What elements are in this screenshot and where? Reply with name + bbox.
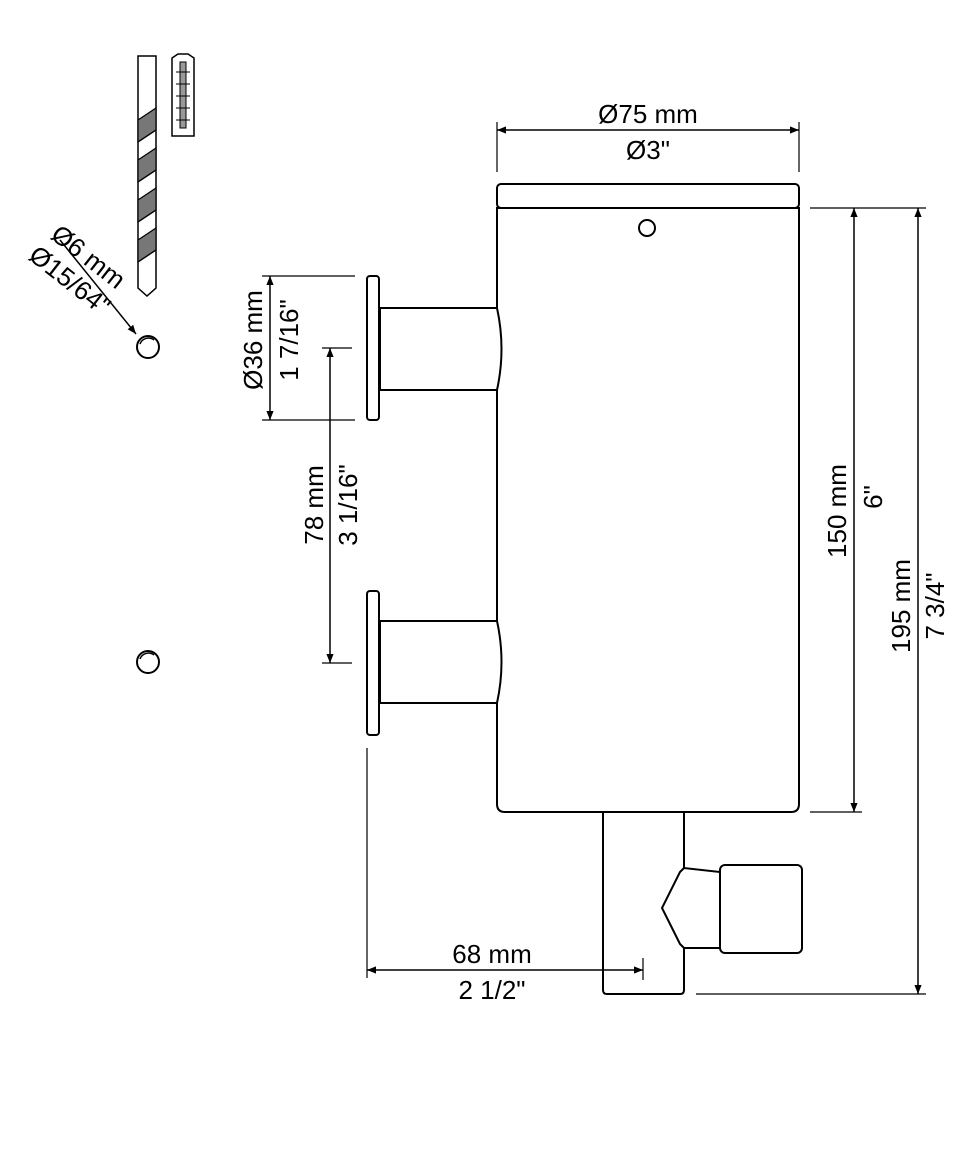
body-height-metric: 150 mm xyxy=(822,464,852,558)
pipe-spacing-metric: 78 mm xyxy=(299,465,329,544)
bottom-spout xyxy=(602,811,803,995)
flange-diameter-metric: Ø36 mm xyxy=(238,290,268,390)
wall-offset-dimension: 68 mm 2 1/2" xyxy=(366,748,644,1005)
total-height-dimension: 195 mm 7 3/4" xyxy=(696,207,950,995)
total-height-imperial: 7 3/4" xyxy=(920,572,950,639)
pipe-spacing-imperial: 3 1/16" xyxy=(333,464,363,546)
wall-offset-metric: 68 mm xyxy=(452,939,531,969)
body-height-dimension: 150 mm 6" xyxy=(810,207,888,813)
top-diameter-imperial: Ø3" xyxy=(626,135,670,165)
total-height-metric: 195 mm xyxy=(886,559,916,653)
pipe-spacing-dimension: 78 mm 3 1/16" xyxy=(299,347,363,664)
wall-plug-icon xyxy=(171,53,195,137)
wall-hole-icon xyxy=(136,335,160,359)
wall-hole-icon xyxy=(136,650,160,674)
drill-bit-icon xyxy=(137,55,157,298)
dispenser-body xyxy=(496,183,800,813)
flange-diameter-dimension: Ø36 mm 1 7/16" xyxy=(238,275,355,421)
upper-mount-pipe xyxy=(366,275,503,421)
wall-offset-imperial: 2 1/2" xyxy=(458,975,525,1005)
top-diameter-metric: Ø75 mm xyxy=(598,99,698,129)
body-height-imperial: 6" xyxy=(858,485,888,509)
lower-mount-pipe xyxy=(366,590,503,736)
top-diameter-dimension: Ø75 mm Ø3" xyxy=(496,99,800,172)
flange-diameter-imperial: 1 7/16" xyxy=(274,299,304,381)
drill-hole-dimension: Ø6 mm Ø15/64" xyxy=(24,219,137,335)
